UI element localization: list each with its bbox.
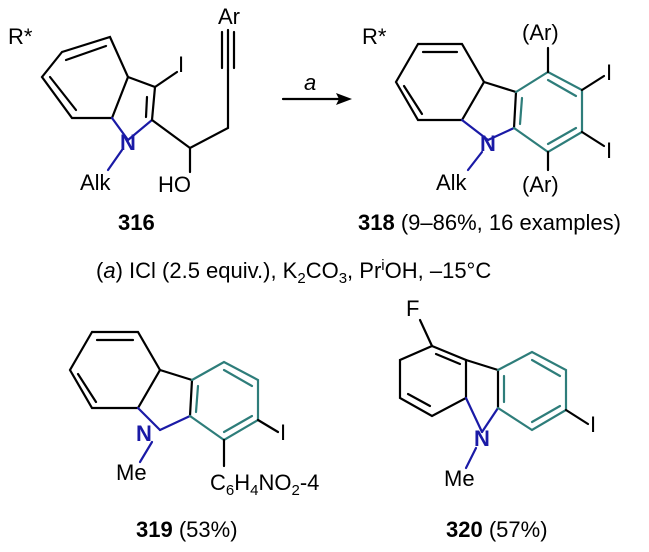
compound-319-structure xyxy=(68,330,280,468)
product-318-structure xyxy=(394,42,606,172)
reactant-316-structure xyxy=(40,28,236,174)
reactant-hydroxyl-label: HO xyxy=(158,172,191,197)
arrow-condition-label: a xyxy=(304,70,316,95)
product-nitrogen-label: N xyxy=(480,131,496,156)
compound-320-fluoro-label: F xyxy=(406,296,419,321)
reactant-aryl-label: Ar xyxy=(218,4,240,29)
product-aryl-bottom-label: (Ar) xyxy=(522,172,559,197)
compound-319-aryl-label: C6H4NO2-4 xyxy=(210,470,319,499)
compound-320-nitrogen-label: N xyxy=(474,426,490,451)
product-iodo-2-label: I xyxy=(606,138,612,163)
reactant-number: 316 xyxy=(118,210,155,235)
conditions-text: (a) ICl (2.5 equiv.), K2CO3, PriOH, –15°… xyxy=(96,257,491,287)
compound-319-nitrogen-label: N xyxy=(136,421,152,446)
compound-320-iodo-label: I xyxy=(590,412,596,437)
reactant-alk-label: Alk xyxy=(80,170,112,195)
product-alk-label: Alk xyxy=(436,170,468,195)
compound-319-iodo-label: I xyxy=(280,420,286,445)
reactant-iodo-label: I xyxy=(178,52,184,77)
compound-320-caption: 320 (57%) xyxy=(446,517,548,542)
product-iodo-1-label: I xyxy=(606,60,612,85)
compound-319-caption: 319 (53%) xyxy=(136,517,238,542)
reactant-substituent-label: R* xyxy=(8,24,33,49)
product-aryl-top-label: (Ar) xyxy=(522,20,559,45)
reactant-nitrogen-label: N xyxy=(120,130,136,155)
reaction-arrow xyxy=(281,93,352,105)
product-substituent-label: R* xyxy=(362,24,387,49)
compound-320-methyl-label: Me xyxy=(444,466,475,491)
compound-319-methyl-label: Me xyxy=(116,460,147,485)
compound-320-structure xyxy=(398,318,590,470)
product-caption: 318 (9–86%, 16 examples) xyxy=(358,210,621,235)
